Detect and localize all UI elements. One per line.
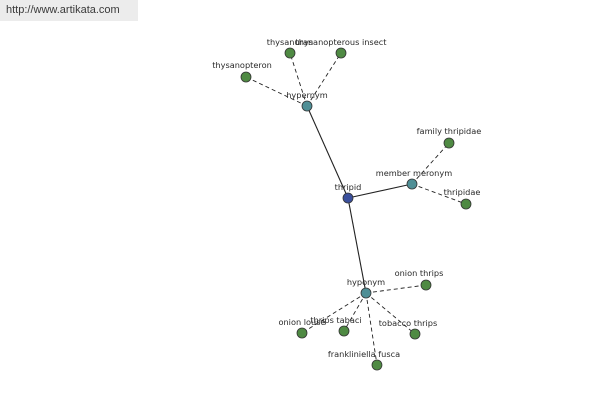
- node-thysanopteron[interactable]: [240, 71, 252, 83]
- edge-hyponym-to-frankliniella-fusca: [365, 292, 378, 366]
- edge-thripid-to-hyponym: [347, 197, 367, 294]
- node-label-thysanura[interactable]: thysanuran: [267, 37, 313, 47]
- node-hypernym[interactable]: [301, 100, 313, 112]
- node-label-thysanopterous-insect[interactable]: thysanopterous insect: [296, 37, 388, 47]
- node-label-hypernym[interactable]: hypernym: [286, 90, 328, 100]
- node-frankliniella-fusca[interactable]: [371, 359, 383, 371]
- node-thrips-tabaci[interactable]: [338, 325, 350, 337]
- edge-hypernym-to-thysanopterous-insect: [306, 52, 342, 107]
- node-label-hyponym[interactable]: hyponym: [347, 277, 385, 287]
- node-onion-louse[interactable]: [296, 327, 308, 339]
- node-member-meronym[interactable]: [406, 178, 418, 190]
- node-thripid[interactable]: [342, 192, 354, 204]
- node-label-member-meronym[interactable]: member meronym: [376, 168, 452, 178]
- node-tobacco-thrips[interactable]: [409, 328, 421, 340]
- node-label-thripid[interactable]: thripid: [335, 182, 362, 192]
- node-label-tobacco-thrips[interactable]: tobacco thrips: [379, 318, 438, 328]
- node-label-onion-louse[interactable]: onion louse: [278, 317, 325, 327]
- node-label-thrips-tabaci[interactable]: thrips tabaci: [310, 315, 361, 325]
- node-label-thysanopteron[interactable]: thysanopteron: [212, 60, 272, 70]
- node-thysanura[interactable]: [284, 47, 296, 59]
- node-label-onion-thrips[interactable]: onion thrips: [395, 268, 444, 278]
- edge-hyponym-to-thrips-tabaci: [343, 292, 367, 332]
- node-label-frankliniella-fusca[interactable]: frankliniella fusca: [328, 349, 400, 359]
- edge-hyponym-to-onion-thrips: [365, 284, 427, 294]
- edge-hypernym-to-thysanopteron: [245, 76, 308, 107]
- edge-hyponym-to-tobacco-thrips: [365, 292, 416, 335]
- nodes-layer: [240, 47, 472, 371]
- edge-hyponym-to-onion-louse: [301, 292, 367, 334]
- node-label-thripidae[interactable]: thripidae: [444, 187, 481, 197]
- node-onion-thrips[interactable]: [420, 279, 432, 291]
- labels-layer: thripid hypernym member meronym hyponym thys…: [212, 37, 481, 359]
- node-family-thripidae[interactable]: [443, 137, 455, 149]
- node-thysanopterous-insect[interactable]: [335, 47, 347, 59]
- edges-layer: [245, 52, 467, 366]
- node-hyponym[interactable]: [360, 287, 372, 299]
- edge-member-meronym-to-family-thripidae: [411, 142, 450, 185]
- edge-thripid-to-hypernym: [306, 105, 349, 199]
- edge-thripid-to-member-meronym: [347, 183, 413, 199]
- edge-hypernym-to-thysanura: [289, 52, 308, 107]
- node-thripidae[interactable]: [460, 198, 472, 210]
- site-url-banner[interactable]: http://www.artikata.com: [0, 0, 138, 21]
- edge-member-meronym-to-thripidae: [411, 183, 467, 205]
- node-label-family-thripidae[interactable]: family thripidae: [417, 126, 482, 136]
